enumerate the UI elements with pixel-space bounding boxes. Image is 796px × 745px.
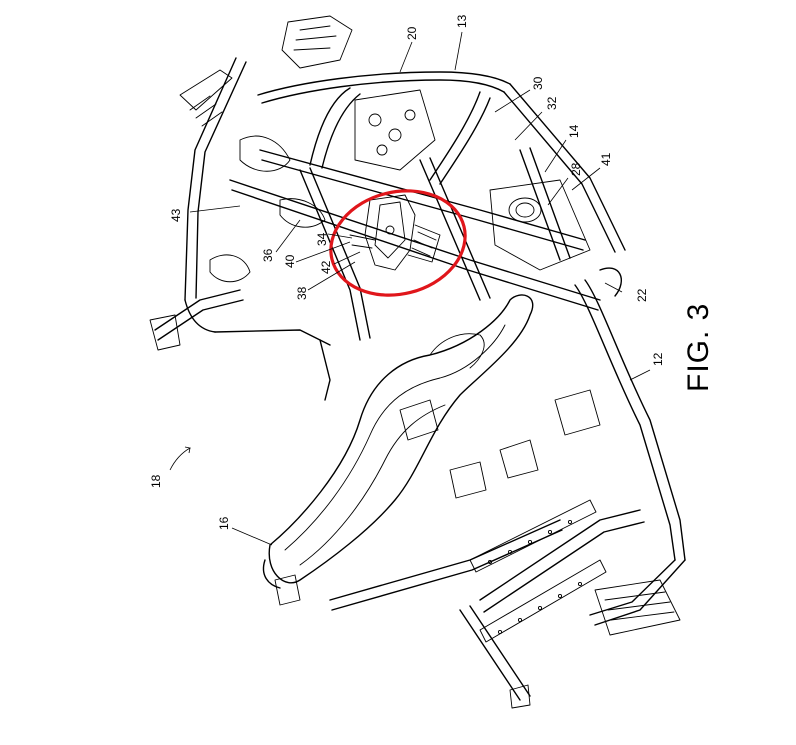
label-13: 13 — [455, 14, 469, 28]
label-34: 34 — [315, 232, 329, 246]
figure-caption: FIG. 3 — [682, 303, 715, 392]
label-32: 32 — [545, 96, 559, 110]
label-41: 41 — [599, 152, 613, 166]
label-16: 16 — [217, 516, 231, 530]
label-28: 28 — [569, 162, 583, 176]
vehicle-frame-drawing — [149, 15, 686, 709]
label-43: 43 — [169, 208, 183, 222]
label-14: 14 — [567, 124, 581, 138]
label-18: 18 — [149, 474, 163, 488]
label-38: 38 — [295, 286, 309, 300]
label-40: 40 — [283, 254, 297, 268]
roll-bar-top — [257, 71, 511, 96]
label-22: 22 — [635, 288, 649, 302]
label-12: 12 — [651, 352, 665, 366]
label-42: 42 — [319, 260, 333, 274]
reference-labels: 13 20 30 32 14 41 28 22 12 43 36 34 40 4… — [149, 14, 665, 530]
seat-outline — [268, 294, 534, 584]
label-36: 36 — [261, 248, 275, 262]
leader-lines — [169, 31, 651, 546]
label-20: 20 — [405, 26, 419, 40]
label-18-arrow — [169, 446, 192, 471]
label-30: 30 — [531, 76, 545, 90]
shifter-detail — [349, 194, 441, 271]
highlight-circle — [329, 189, 467, 297]
